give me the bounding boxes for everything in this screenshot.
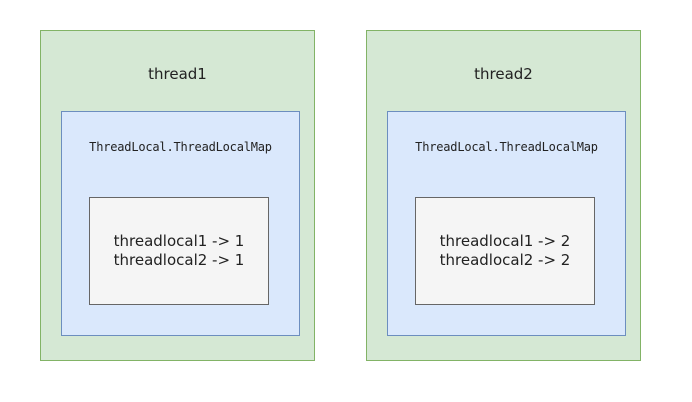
thread-1-box: thread1 ThreadLocal.ThreadLocalMap threa… bbox=[40, 30, 315, 361]
thread-1-entries-box: threadlocal1 -> 1 threadlocal2 -> 1 bbox=[89, 197, 269, 305]
thread-2-box: thread2 ThreadLocal.ThreadLocalMap threa… bbox=[366, 30, 641, 361]
thread-1-threadlocalmap-box: ThreadLocal.ThreadLocalMap threadlocal1 … bbox=[61, 111, 300, 336]
thread-2-entry-1: threadlocal1 -> 2 bbox=[439, 232, 571, 250]
thread-2-title: thread2 bbox=[474, 65, 533, 83]
thread-1-title: thread1 bbox=[148, 65, 207, 83]
thread-1-entry-1: threadlocal1 -> 1 bbox=[113, 232, 245, 250]
thread-2-threadlocalmap-title: ThreadLocal.ThreadLocalMap bbox=[415, 140, 598, 154]
thread-2-entry-2: threadlocal2 -> 2 bbox=[439, 251, 571, 269]
thread-1-entry-2: threadlocal2 -> 1 bbox=[113, 251, 245, 269]
thread-2-threadlocalmap-box: ThreadLocal.ThreadLocalMap threadlocal1 … bbox=[387, 111, 626, 336]
thread-2-entries-box: threadlocal1 -> 2 threadlocal2 -> 2 bbox=[415, 197, 595, 305]
thread-1-threadlocalmap-title: ThreadLocal.ThreadLocalMap bbox=[89, 140, 272, 154]
